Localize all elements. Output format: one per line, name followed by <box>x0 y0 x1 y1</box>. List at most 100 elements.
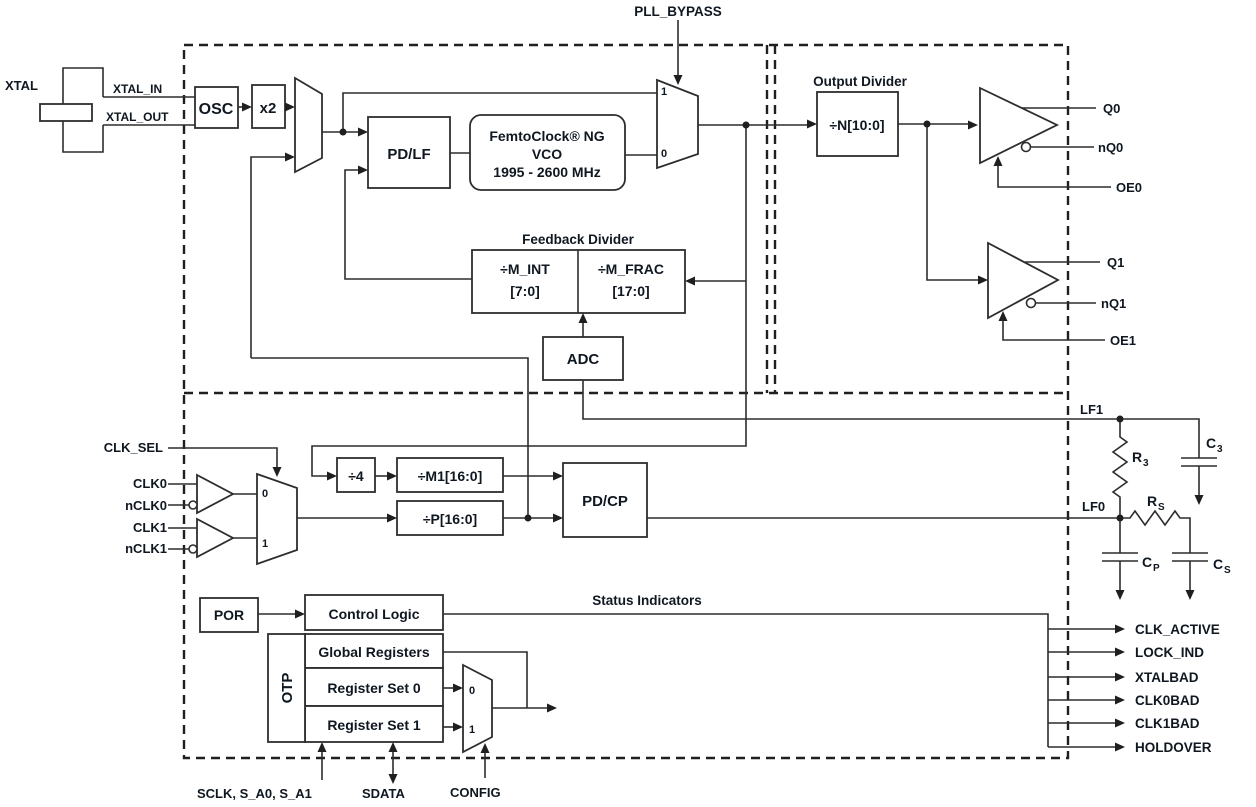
arrowhead <box>1115 672 1125 682</box>
wire <box>1120 418 1200 458</box>
arrowhead <box>1194 495 1204 505</box>
wire <box>926 124 982 281</box>
osc-block <box>194 86 239 129</box>
clk-mux-input-1: 1 <box>262 538 268 550</box>
junction-dot <box>339 128 347 136</box>
register-set-mux <box>462 663 493 754</box>
pin-label-xtal-in: XTAL_IN <box>113 82 162 96</box>
capacitor-c3 <box>1181 457 1217 467</box>
pin-label-q0: Q0 <box>1103 101 1120 116</box>
junction-dot <box>923 120 931 128</box>
arrowhead <box>358 127 368 137</box>
arrowhead <box>1115 695 1125 705</box>
arrowhead <box>1115 624 1125 634</box>
outer-boundary <box>182 43 1070 760</box>
por-block <box>199 597 259 633</box>
arrowheads <box>242 75 1204 784</box>
arrowhead <box>295 609 305 619</box>
wire <box>344 169 472 280</box>
pin-label-clk1bad: CLK1BAD <box>1135 716 1200 731</box>
pin-label-pll-bypass: PLL_BYPASS <box>634 4 722 19</box>
muxes <box>256 76 699 754</box>
c3-label: C <box>1206 435 1216 451</box>
m-frac-label-line1: ÷M_FRAC <box>598 261 664 277</box>
arrowhead <box>553 471 563 481</box>
clk1-input-buffer <box>196 517 235 559</box>
arrowhead <box>480 743 490 753</box>
r3-label-sub: 3 <box>1143 458 1149 469</box>
vco-block <box>469 114 626 191</box>
arrowhead <box>242 102 252 112</box>
c3-label-sub: 3 <box>1217 444 1223 455</box>
pll-bypass-mux <box>656 78 699 170</box>
pin-label-config: CONFIG <box>450 785 501 800</box>
osc-label: OSC <box>199 101 234 118</box>
pin-label-sdata: SDATA <box>362 786 405 801</box>
junction-dot <box>1116 514 1124 522</box>
q0-output-buffer <box>979 86 1060 165</box>
inverter-bubble <box>188 500 198 510</box>
wire <box>62 121 104 153</box>
arrowhead <box>388 774 398 784</box>
pin-label-nclk1: nCLK1 <box>125 541 167 556</box>
arrowhead <box>1115 647 1125 657</box>
arrowhead <box>272 467 282 477</box>
pin-label-lf1: LF1 <box>1080 402 1103 417</box>
adc-block <box>542 336 624 381</box>
pin-label-nq0: nQ0 <box>1098 140 1123 155</box>
bypass-mux-input-0: 0 <box>661 148 667 160</box>
register-mux-input-0: 0 <box>469 685 475 697</box>
clk0-input-buffer <box>196 473 235 515</box>
arrowhead <box>388 742 398 752</box>
arrowhead <box>1115 590 1125 600</box>
crystal-symbol <box>39 103 93 122</box>
resistor-r3 <box>1111 419 1129 518</box>
n-divider-label: ÷N[10:0] <box>829 117 884 133</box>
inverter-bubble <box>1020 141 1032 153</box>
wire <box>311 125 747 477</box>
pin-label-serial: SCLK, S_A0, S_A1 <box>197 786 312 801</box>
pin-label-oe0: OE0 <box>1116 180 1142 195</box>
pin-label-lock-ind: LOCK_IND <box>1135 645 1204 660</box>
junction-dot <box>742 121 750 129</box>
pd-cp-label: PD/CP <box>582 493 628 510</box>
arrowhead <box>285 102 295 112</box>
output-divider-block <box>816 91 899 157</box>
arrowhead <box>387 513 397 523</box>
section-title-status-indicators: Status Indicators <box>592 593 702 608</box>
junction-dots <box>339 120 1124 522</box>
arrowhead <box>998 311 1008 321</box>
arrowhead <box>673 75 683 85</box>
control-logic-label: Control Logic <box>329 606 420 622</box>
cs-label: C <box>1213 556 1223 572</box>
rs-label-sub: S <box>1158 502 1165 513</box>
wire <box>443 651 528 708</box>
p-divider-label: ÷P[16:0] <box>423 511 477 527</box>
cp-label-sub: P <box>1153 563 1160 574</box>
arrowhead <box>993 156 1003 166</box>
arrowhead <box>1115 742 1125 752</box>
bypass-mux-input-1: 1 <box>661 86 667 98</box>
arrowhead <box>1185 590 1195 600</box>
arrowhead <box>358 165 368 175</box>
cp-label: C <box>1142 554 1152 570</box>
pin-label-clk1: CLK1 <box>133 520 167 535</box>
q1-output-buffer <box>987 241 1060 320</box>
pin-label-nclk0: nCLK0 <box>125 498 167 513</box>
pin-label-nq1: nQ1 <box>1101 296 1126 311</box>
pin-label-xtalbad: XTALBAD <box>1135 670 1199 685</box>
pin-label-holdover: HOLDOVER <box>1135 740 1212 755</box>
pd-lf-label: PD/LF <box>387 146 430 163</box>
vco-label-line1: FemtoClock® NG <box>489 128 604 144</box>
clk-input-mux <box>256 472 298 566</box>
pin-label-clk-sel: CLK_SEL <box>104 440 163 455</box>
register-set-0-label: Register Set 0 <box>327 680 421 696</box>
rs-label: R <box>1147 493 1157 509</box>
adc-label: ADC <box>567 351 600 368</box>
junction-dot <box>524 514 532 522</box>
div4-label: ÷4 <box>348 468 364 484</box>
capacitor-cs <box>1172 552 1208 562</box>
loop-filter-network <box>1102 418 1217 594</box>
pd-cp-block <box>562 462 648 538</box>
